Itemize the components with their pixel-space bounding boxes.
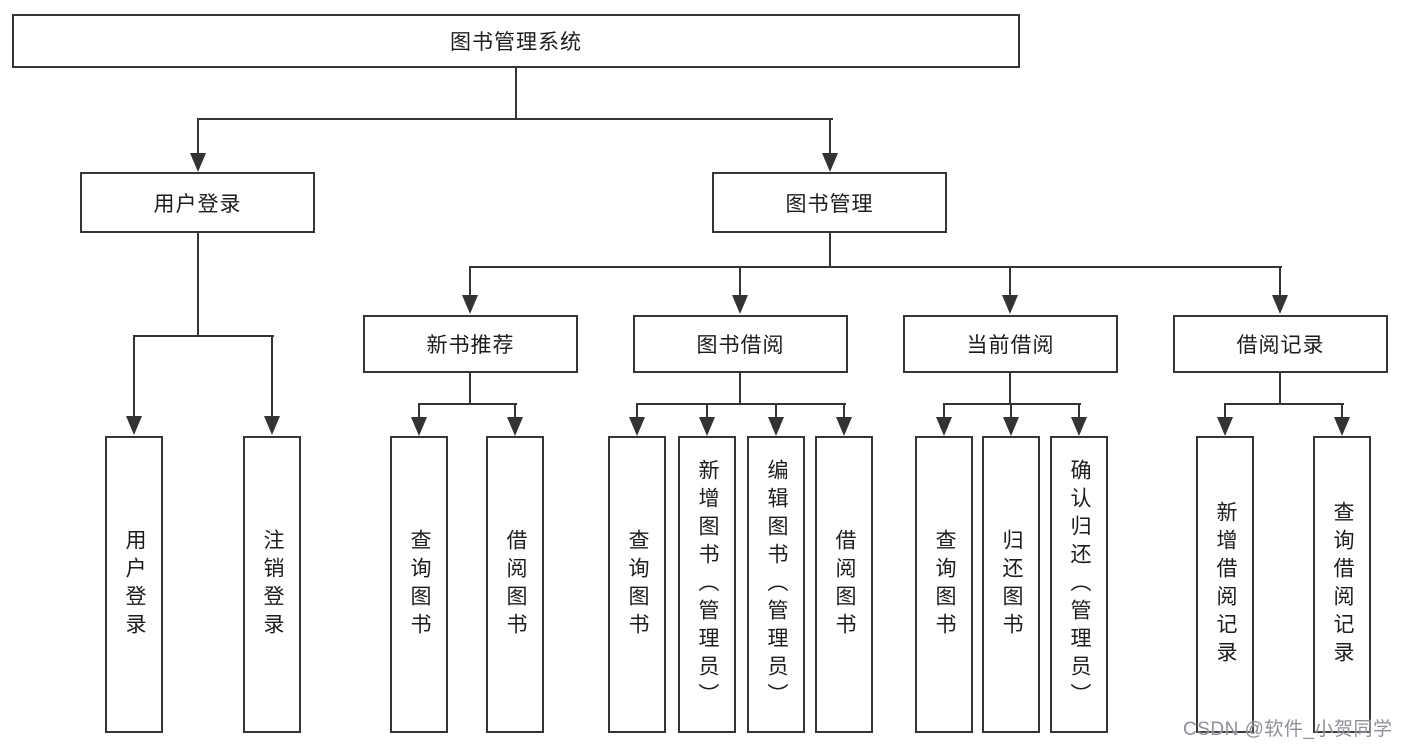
- arrowhead-down-icon: [936, 417, 952, 436]
- connector-line: [197, 118, 199, 156]
- connector-line: [133, 335, 135, 417]
- leaf-return-books: 归还图书: [982, 436, 1040, 733]
- leaf-query-borrow-record: 查询借阅记录: [1313, 436, 1371, 733]
- leaf-user-login: 用户登录: [105, 436, 163, 733]
- arrowhead-down-icon: [1003, 417, 1019, 436]
- connector-line: [739, 371, 741, 405]
- csdn-watermark: CSDN @软件_小贺同学: [1183, 719, 1393, 740]
- connector-line: [775, 403, 777, 418]
- arrowhead-down-icon: [1071, 417, 1087, 436]
- connector-line: [418, 403, 517, 405]
- arrowhead-down-icon: [836, 417, 852, 436]
- leaf-borrow-books: 借阅图书: [815, 436, 873, 733]
- connector-line: [943, 403, 945, 418]
- arrowhead-down-icon: [732, 295, 748, 314]
- connector-line: [636, 403, 846, 405]
- connector-line: [418, 403, 420, 418]
- node-book-management: 图书管理: [712, 172, 947, 233]
- leaf-borrow-books-recommend: 借阅图书: [486, 436, 544, 733]
- leaf-logout: 注销登录: [243, 436, 301, 733]
- connector-line: [1078, 403, 1080, 418]
- arrowhead-down-icon: [822, 153, 838, 172]
- arrowhead-down-icon: [1217, 417, 1233, 436]
- connector-line: [636, 403, 638, 418]
- connector-line: [739, 266, 741, 297]
- leaf-edit-books-admin: 编辑图书（管理员）: [747, 436, 805, 733]
- connector-line: [1279, 266, 1281, 297]
- arrowhead-down-icon: [190, 153, 206, 172]
- connector-line: [197, 231, 199, 337]
- node-borrowing-records: 借阅记录: [1173, 315, 1388, 373]
- arrowhead-down-icon: [629, 417, 645, 436]
- arrowhead-down-icon: [264, 416, 280, 435]
- connector-line: [829, 231, 831, 268]
- arrowhead-down-icon: [1272, 295, 1288, 314]
- leaf-query-books-recommend: 查询图书: [390, 436, 448, 733]
- connector-line: [469, 371, 471, 405]
- connector-line: [197, 118, 833, 120]
- node-current-borrowing: 当前借阅: [903, 315, 1118, 373]
- connector-line: [943, 403, 1081, 405]
- connector-line: [1279, 371, 1281, 405]
- connector-line: [829, 118, 831, 156]
- arrowhead-down-icon: [507, 417, 523, 436]
- arrowhead-down-icon: [1334, 417, 1350, 436]
- leaf-confirm-return-admin: 确认归还（管理员）: [1050, 436, 1108, 733]
- node-user-login: 用户登录: [80, 172, 315, 233]
- node-new-book-recommendation: 新书推荐: [363, 315, 578, 373]
- arrowhead-down-icon: [411, 417, 427, 436]
- connector-line: [469, 266, 471, 297]
- connector-line: [1341, 403, 1343, 418]
- leaf-query-books-current: 查询图书: [915, 436, 973, 733]
- connector-line: [469, 266, 1282, 268]
- connector-line: [1224, 403, 1226, 418]
- node-book-borrowing: 图书借阅: [633, 315, 848, 373]
- arrowhead-down-icon: [768, 417, 784, 436]
- arrowhead-down-icon: [126, 416, 142, 435]
- arrowhead-down-icon: [462, 295, 478, 314]
- node-library-management-system: 图书管理系统: [12, 14, 1020, 68]
- leaf-add-books-admin: 新增图书（管理员）: [678, 436, 736, 733]
- leaf-query-books-borrowing: 查询图书: [608, 436, 666, 733]
- connector-line: [843, 403, 845, 418]
- connector-line: [515, 66, 517, 120]
- connector-line: [1224, 403, 1344, 405]
- connector-line: [1009, 371, 1011, 405]
- arrowhead-down-icon: [699, 417, 715, 436]
- arrowhead-down-icon: [1002, 295, 1018, 314]
- connector-line: [133, 335, 274, 337]
- connector-line: [271, 335, 273, 417]
- connector-line: [1010, 403, 1012, 418]
- connector-line: [706, 403, 708, 418]
- connector-line: [514, 403, 516, 418]
- connector-line: [1009, 266, 1011, 297]
- leaf-add-borrow-record: 新增借阅记录: [1196, 436, 1254, 733]
